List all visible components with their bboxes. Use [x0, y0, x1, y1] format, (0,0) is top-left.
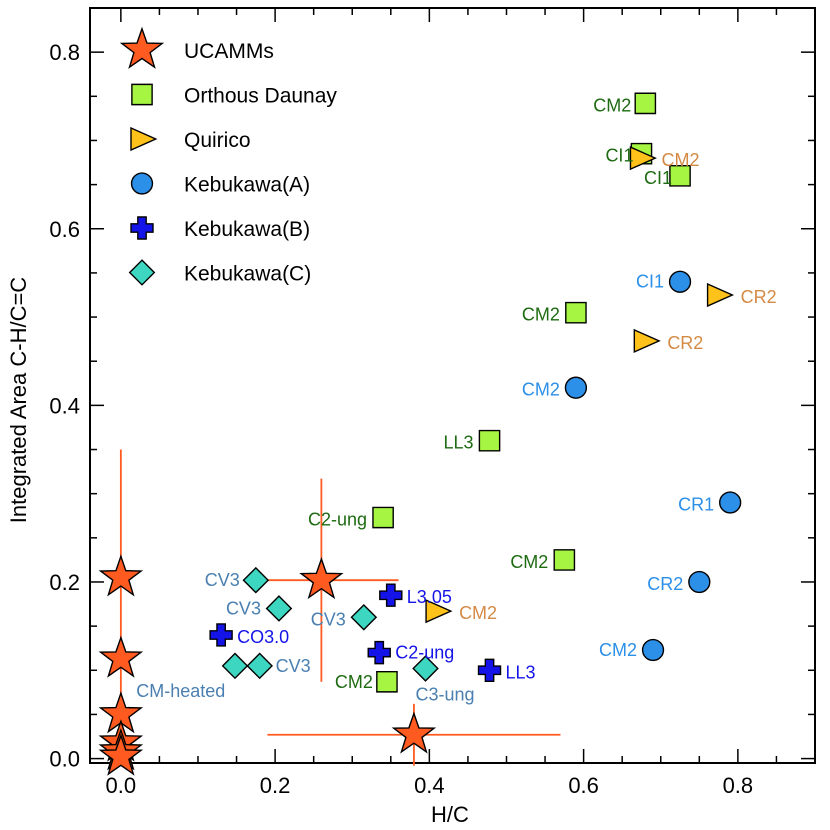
data-point-star	[391, 711, 437, 754]
point-label: CR2	[667, 333, 703, 353]
data-point-star	[98, 733, 144, 776]
legend-entry-label: Kebukawa(A)	[184, 174, 310, 197]
point-label: C2-ung	[308, 510, 367, 530]
y-tick-label: 0.4	[49, 393, 80, 418]
point-label: CM2	[522, 305, 560, 325]
legend-entry-label: Kebukawa(C)	[184, 263, 311, 286]
point-label: CO3.0	[237, 627, 289, 647]
data-point-diamond	[350, 603, 378, 631]
data-point-cross	[367, 640, 391, 665]
y-tick-label: 0.8	[49, 40, 80, 65]
plot-frame	[89, 7, 816, 764]
point-label: CV3	[276, 656, 311, 676]
data-point-star	[98, 635, 144, 678]
data-point-square	[376, 670, 398, 693]
legend-entry-label: Orthous Daunay	[184, 85, 337, 108]
point-label: CM2	[335, 672, 373, 692]
data-point-triangle-right	[629, 146, 657, 171]
data-point-circle	[564, 376, 588, 399]
axes: 0.0 0.2 0.4 0.6 0.8 0.0 0.2 0.4 0.6 0.8	[49, 7, 816, 798]
data-point-square	[634, 92, 657, 115]
y-tick-label: 0.2	[49, 570, 80, 595]
point-label: CM2	[661, 150, 699, 170]
x-tick-label: 0.0	[106, 773, 137, 798]
point-label: CV3	[205, 570, 240, 590]
point-label: CM2	[522, 380, 560, 400]
point-label: CR2	[741, 287, 777, 307]
data-point-square	[372, 506, 394, 529]
legend-marker-star	[119, 26, 165, 69]
point-label: CR1	[678, 495, 714, 515]
data-point-diamond	[221, 652, 249, 680]
x-axis-label: H/C	[431, 802, 469, 827]
y-axis-label: Integrated Area C-H/C=C	[6, 277, 31, 524]
data-point-cross	[477, 658, 502, 682]
x-tick-label: 0.2	[260, 773, 291, 798]
point-label: CI1	[636, 272, 664, 292]
point-label: CI1	[605, 146, 633, 166]
legend-marker-square	[131, 83, 153, 106]
data-point-square	[565, 301, 587, 324]
point-label: CI1	[644, 168, 672, 188]
y-tick-label: 0.6	[49, 217, 80, 242]
data-point-circle	[719, 491, 742, 514]
legend-marker-diamond	[128, 259, 156, 286]
point-label: CM2	[459, 603, 497, 623]
data-point-triangle-right	[706, 282, 735, 308]
data-point-square	[553, 549, 576, 571]
point-label: CM2	[510, 552, 548, 572]
point-labels: CM2CI1CI1CM2LL3C2-ungCM2CM2CM2CR2CR2CM2C…	[136, 95, 776, 704]
data-point-circle	[668, 270, 692, 293]
data-point-cross	[379, 583, 403, 607]
data-points	[98, 92, 742, 776]
x-tick-label: 0.8	[723, 773, 754, 798]
legend-entry-label: UCAMMs	[184, 40, 274, 63]
point-label: LL3	[443, 433, 473, 453]
data-point-diamond	[246, 652, 273, 680]
data-point-triangle-right	[425, 599, 453, 624]
point-label: CV3	[311, 609, 346, 629]
annotation-label: CM-heated	[136, 681, 225, 701]
point-label: C3-ung	[416, 685, 475, 705]
legend-marker-circle	[130, 172, 154, 195]
legend-marker-cross	[130, 216, 154, 240]
data-point-diamond	[265, 595, 293, 622]
data-point-diamond	[412, 655, 439, 682]
point-label: CV3	[226, 598, 261, 618]
data-point-triangle-right	[633, 328, 661, 353]
data-point-diamond	[242, 566, 270, 594]
point-label: CM2	[593, 95, 631, 115]
data-point-circle	[688, 570, 711, 594]
point-label: CR2	[647, 574, 683, 594]
point-label: C2-ung	[395, 643, 454, 663]
data-point-square	[478, 429, 501, 452]
legend-entry-label: Quirico	[184, 129, 251, 152]
data-point-square	[669, 164, 691, 187]
legend-marker-triangle-right	[130, 126, 158, 152]
x-tick-label: 0.6	[568, 773, 599, 798]
data-point-star	[299, 556, 344, 600]
data-point-star	[98, 554, 144, 597]
x-tick-label: 0.4	[414, 773, 445, 798]
legend-entry-label: Kebukawa(B)	[184, 218, 310, 241]
point-label: L3.05	[407, 587, 452, 607]
y-tick-label: 0.0	[49, 747, 80, 772]
data-point-cross	[209, 623, 233, 647]
data-point-circle	[641, 638, 665, 662]
point-label: CM2	[599, 640, 637, 660]
point-label: LL3	[506, 662, 536, 682]
